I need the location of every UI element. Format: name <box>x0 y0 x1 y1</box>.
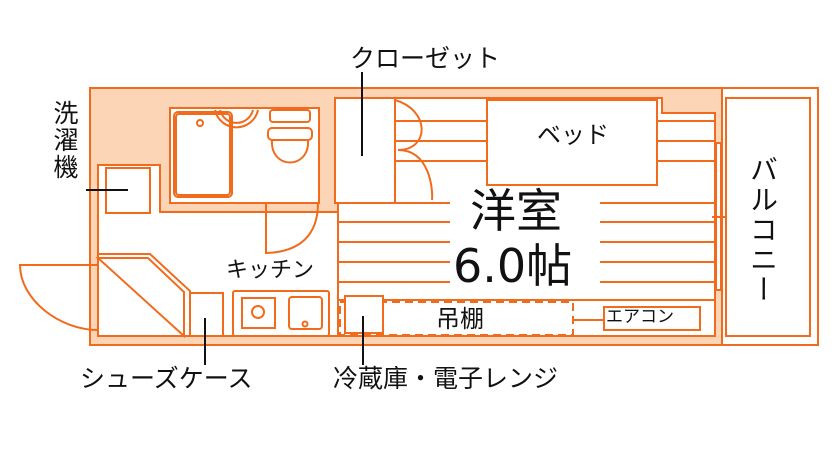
shoe-case <box>189 292 224 337</box>
toilet-bowl-icon <box>270 139 310 164</box>
toilet-tank <box>269 109 311 123</box>
kitchen-label: キッチン <box>226 258 315 283</box>
balcony-label: バルコニー <box>746 155 779 305</box>
washer-label: 洗濯機 <box>50 100 79 181</box>
shoe-case-label: シューズケース <box>80 364 253 393</box>
room-size-label: 6.0帖 <box>453 239 573 293</box>
aircon <box>603 306 701 331</box>
hanging-shelf-label: 吊棚 <box>436 305 484 333</box>
room-label-bg <box>450 185 600 297</box>
kitchen-sink <box>288 296 323 330</box>
fridge-microwave-label: 冷蔵庫・電子レンジ <box>333 364 559 393</box>
closet-door-icon[interactable] <box>394 99 434 201</box>
entrance-door-icon[interactable] <box>18 264 99 331</box>
closet[interactable] <box>334 97 396 204</box>
closet-label: クローゼット <box>350 44 501 73</box>
bed-label: ベッド <box>537 121 609 149</box>
room-name-label: 洋室 <box>470 184 562 238</box>
aircon-label: エアコン <box>606 307 674 327</box>
bath-door-icon[interactable] <box>265 202 319 255</box>
sink-icon <box>214 109 259 129</box>
stove <box>241 297 276 329</box>
bed <box>486 99 658 186</box>
balcony-inner <box>725 97 811 337</box>
